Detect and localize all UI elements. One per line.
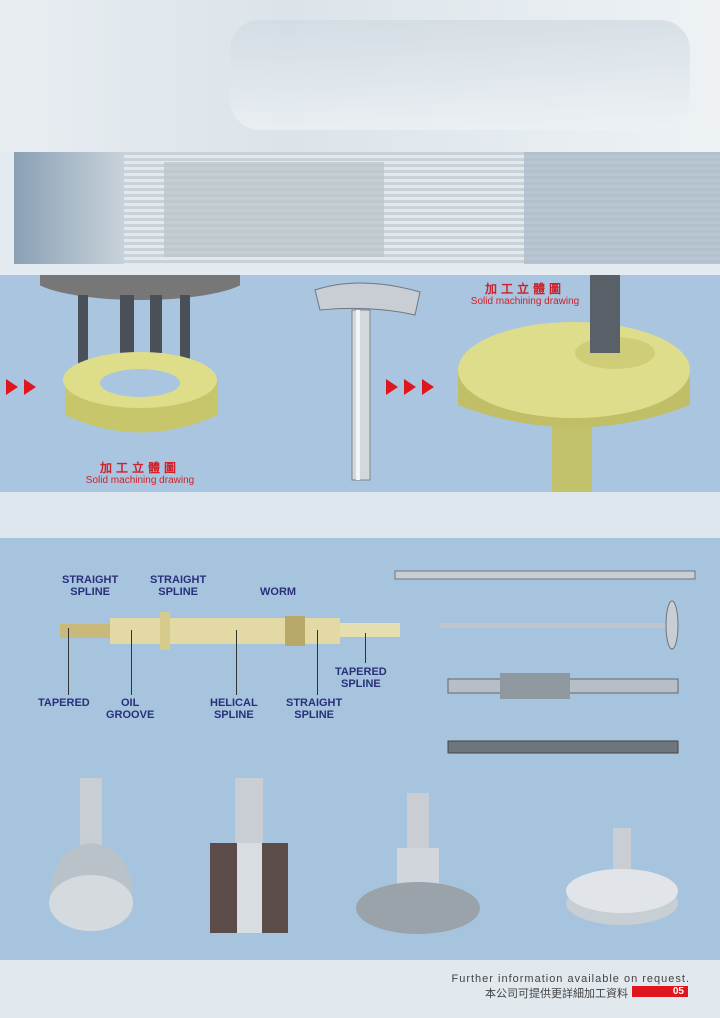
label-straight-spline-1: STRAIGHT SPLINE xyxy=(62,574,119,598)
leader-line xyxy=(365,633,366,663)
label-oil-groove: OIL GROOVE xyxy=(106,697,155,721)
drilled-part-image xyxy=(40,275,240,433)
leader-line xyxy=(236,630,237,695)
arrows-right xyxy=(386,379,440,400)
label-tapered-spline: TAPERED SPLINE xyxy=(335,666,387,690)
shaft-part-image xyxy=(314,282,421,481)
caption-left: 加工立體圖 Solid machining drawing xyxy=(85,461,195,486)
arrows-left xyxy=(6,379,42,400)
leader-line xyxy=(68,628,69,695)
label-straight-spline-2: STRAIGHT SPLINE xyxy=(150,574,207,598)
label-helical-spline: HELICAL SPLINE xyxy=(210,697,258,721)
page-number: 05 xyxy=(632,986,688,997)
footer-note-en: Further information available on request… xyxy=(451,973,690,985)
factory-photo-strip xyxy=(14,152,720,264)
footer-note-cn: 本公司可提供更詳細加工資料 xyxy=(485,988,628,1000)
spline-shaft-image xyxy=(60,612,400,650)
leader-line xyxy=(131,630,132,695)
label-straight-spline-3: STRAIGHT SPLINE xyxy=(286,697,343,721)
disc-part-image xyxy=(458,275,690,492)
header-banner xyxy=(0,0,720,152)
leader-line xyxy=(317,630,318,695)
machining-panel: 加工立體圖 Solid machining drawing 加工立體圖 Soli… xyxy=(0,275,720,492)
label-tapered: TAPERED xyxy=(38,697,90,709)
divider-band xyxy=(0,492,720,538)
label-worm: WORM xyxy=(260,586,297,598)
parts-panel: STRAIGHT SPLINE STRAIGHT SPLINE WORM TAP… xyxy=(0,538,720,960)
cv-joints-image xyxy=(49,778,678,934)
footer xyxy=(0,960,720,1018)
caption-right: 加工立體圖 Solid machining drawing xyxy=(470,282,580,307)
shafts-image xyxy=(394,570,696,754)
